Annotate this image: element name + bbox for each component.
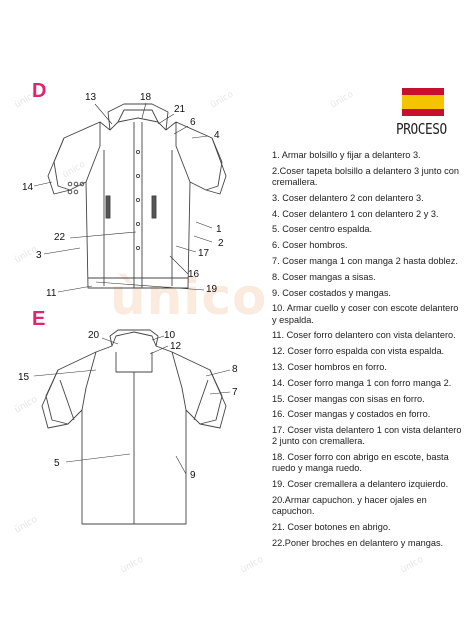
callout-10: 10 bbox=[164, 330, 176, 341]
process-step: 7. Coser manga 1 con manga 2 hasta doble… bbox=[272, 255, 458, 266]
callout-13: 13 bbox=[85, 92, 97, 103]
process-steps-list: 1. Armar bolsillo y fijar a delantero 3.… bbox=[272, 150, 464, 554]
spain-flag-icon bbox=[402, 88, 444, 116]
callout-lines bbox=[33, 102, 231, 475]
callout-12: 12 bbox=[170, 341, 182, 352]
section-d-letter: D bbox=[32, 80, 47, 102]
process-step: 20.Armar capuchon. y hacer ojales en cap… bbox=[272, 494, 427, 517]
callout-6: 6 bbox=[190, 117, 196, 128]
coat-front-drawing bbox=[47, 103, 227, 289]
callout-9: 9 bbox=[190, 470, 196, 481]
process-step: 9. Coser costados y mangas. bbox=[272, 287, 391, 298]
process-step: 21. Coser botones en abrigo. bbox=[272, 521, 391, 532]
heading-proceso: PROCESO bbox=[396, 120, 447, 138]
callout-22: 22 bbox=[54, 232, 66, 243]
callout-18: 18 bbox=[140, 92, 152, 103]
callout-11: 11 bbox=[46, 288, 57, 299]
process-step: 18. Coser forro con abrigo en escote, ba… bbox=[272, 452, 449, 474]
callout-3: 3 bbox=[36, 250, 42, 261]
process-step: 16. Coser mangas y costados en forro. bbox=[272, 409, 431, 420]
process-step: 14. Coser forro manga 1 con forro manga … bbox=[272, 377, 452, 388]
process-step: 4. Coser delantero 1 con delantero 2 y 3… bbox=[272, 208, 439, 219]
process-step: 17. Coser vista delantero 1 con vista de… bbox=[272, 425, 462, 447]
process-step: 6. Coser hombros. bbox=[272, 240, 348, 251]
process-step: 15. Coser mangas con sisas en forro. bbox=[272, 393, 425, 404]
process-step: 8. Coser mangas a sisas. bbox=[272, 271, 376, 282]
process-step: 13. Coser hombros en forro. bbox=[272, 361, 387, 372]
process-step: 5. Coser centro espalda. bbox=[272, 224, 373, 235]
process-step: 12. Coser forro espalda con vista espald… bbox=[272, 346, 445, 357]
section-e-letter: E bbox=[32, 308, 46, 330]
callout-19: 19 bbox=[206, 284, 218, 295]
callout-8: 8 bbox=[232, 364, 238, 375]
callout-14: 14 bbox=[22, 182, 34, 193]
callout-16: 16 bbox=[188, 269, 200, 280]
callout-2: 2 bbox=[218, 238, 224, 249]
callout-20: 20 bbox=[88, 330, 100, 341]
callout-1: 1 bbox=[216, 224, 222, 235]
process-step: 2.Coser tapeta bolsillo a delantero 3 ju… bbox=[272, 165, 459, 187]
callout-7: 7 bbox=[232, 387, 238, 398]
process-step: 11. Coser forro delantero con vista dela… bbox=[272, 330, 456, 341]
process-step: 19. Coser cremallera a delantero izquier… bbox=[272, 479, 449, 490]
coat-back-drawing bbox=[41, 329, 227, 525]
process-step: 22.Poner broches en delantero y mangas. bbox=[272, 537, 444, 548]
callout-15: 15 bbox=[18, 372, 30, 383]
callout-17: 17 bbox=[198, 248, 210, 259]
process-step: 1. Armar bolsillo y fijar a delantero 3. bbox=[272, 150, 421, 160]
process-step: 3. Coser delantero 2 con delantero 3. bbox=[272, 192, 424, 203]
callout-4: 4 bbox=[214, 130, 220, 141]
process-step: 10. Armar cuello y coser con escote dela… bbox=[272, 303, 459, 325]
callout-21: 21 bbox=[174, 104, 186, 115]
callout-5: 5 bbox=[54, 458, 60, 469]
